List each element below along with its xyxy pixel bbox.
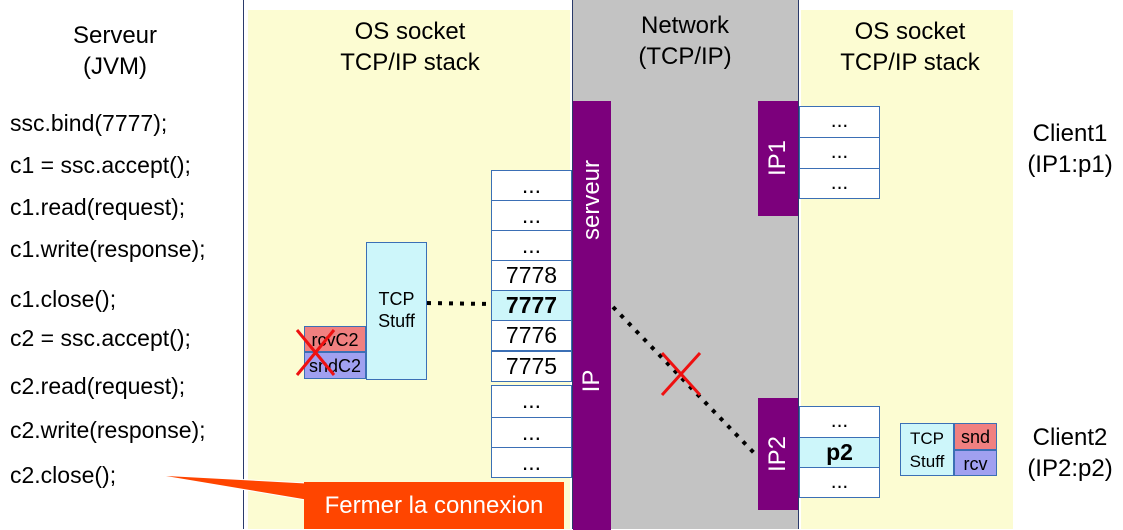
rcv-buffer-c2: rcvC2 (304, 326, 366, 352)
client2-port-p2: p2 (799, 437, 880, 468)
client2-snd-buffer: snd (954, 423, 997, 450)
server-port-1: ... (491, 170, 572, 201)
server-column-border (243, 0, 244, 529)
server-stack-title: OS socket TCP/IP stack (340, 18, 480, 76)
server-port-8: ... (491, 385, 572, 418)
network-right-border (798, 0, 799, 529)
client-stack-title: OS socket TCP/IP stack (840, 18, 980, 76)
server-tcp-stuff-box: TCP Stuff (366, 242, 427, 380)
server-port-2: ... (491, 200, 572, 231)
code-line-close-c2: c2.close(); (10, 462, 117, 488)
code-line-write-c2: c2.write(response); (10, 417, 206, 443)
code-line-accept-c2: c2 = ssc.accept(); (10, 325, 191, 351)
server-port-9: ... (491, 417, 572, 448)
server-port-3: ... (491, 230, 572, 261)
client1-port-3: ... (799, 168, 880, 199)
code-line-accept-c1: c1 = ssc.accept(); (10, 152, 191, 178)
client2-label: Client2 (IP2:p2) (1027, 424, 1113, 482)
snd-buffer-c2: sndC2 (304, 352, 366, 379)
serveur-bar-label: serveur (578, 159, 605, 241)
client2-rcv-buffer: rcv (954, 450, 997, 476)
ip-bar-label: IP (578, 369, 605, 393)
server-port-7775: 7775 (491, 351, 572, 382)
network-title: Network (TCP/IP) (638, 12, 732, 70)
client1-port-2: ... (799, 137, 880, 169)
server-port-7777: 7777 (491, 290, 572, 321)
server-network-bar (573, 101, 611, 530)
code-line-close-c1: c1.close(); (10, 286, 117, 312)
server-title: Serveur (JVM) (72, 22, 158, 80)
ip1-bar-label: IP1 (764, 139, 791, 177)
client1-label: Client1 (IP1:p1) (1027, 120, 1113, 178)
server-port-7776: 7776 (491, 320, 572, 351)
client1-port-1: ... (799, 106, 880, 138)
close-connection-callout: Fermer la connexion (304, 482, 564, 529)
client2-port-1: ... (799, 406, 880, 438)
ip2-bar-label: IP2 (764, 435, 791, 473)
code-line-write-c1: c1.write(response); (10, 236, 206, 262)
network-left-border (572, 0, 573, 529)
code-line-read-c1: c1.read(request); (10, 194, 186, 220)
code-line-read-c2: c2.read(request); (10, 373, 186, 399)
code-line-bind: ssc.bind(7777); (10, 110, 168, 136)
server-port-7778: 7778 (491, 260, 572, 291)
ip2-bar (758, 398, 798, 510)
client2-port-3: ... (799, 467, 880, 498)
ip1-bar (758, 101, 798, 216)
client2-tcp-stuff-box: TCP Stuff (900, 423, 954, 476)
server-port-10: ... (491, 447, 572, 478)
